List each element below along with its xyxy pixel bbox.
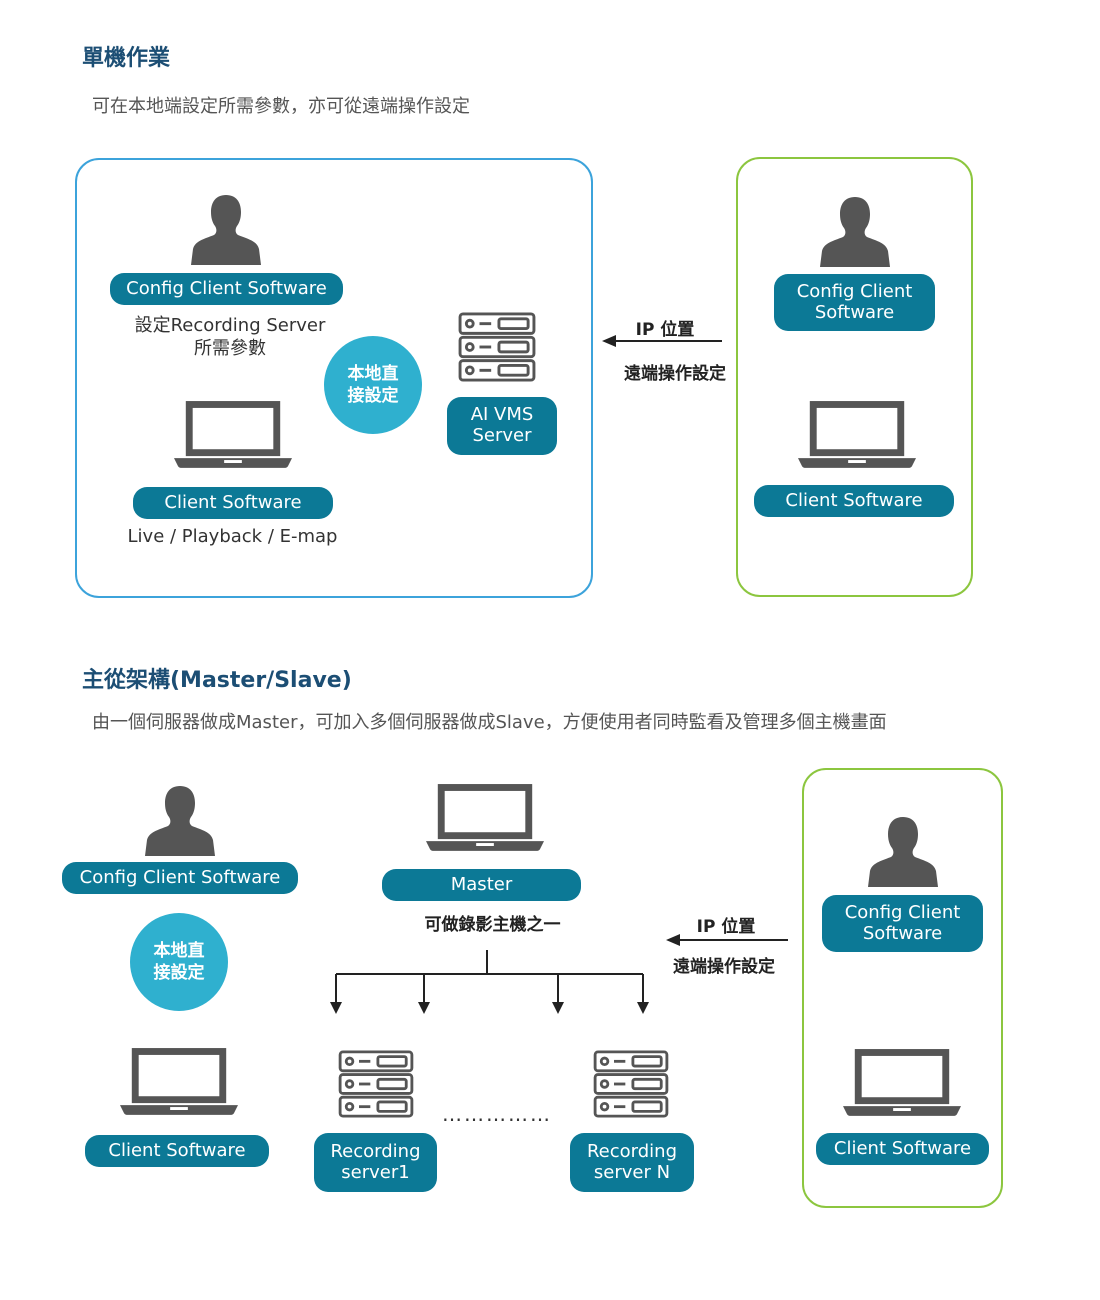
remote-config-client-pill: Config Client Software <box>774 274 935 331</box>
server-icon <box>593 1050 669 1118</box>
config-client-software-pill: Config Client Software <box>62 862 298 894</box>
server-icon <box>458 312 536 382</box>
master-caption: 可做錄影主機之一 <box>424 915 561 935</box>
remote-frame <box>802 768 1003 1208</box>
left-arrow-icon <box>666 934 788 946</box>
client-caption: Live / Playback / E-map <box>127 526 338 547</box>
client-software-pill: Client Software <box>133 487 333 519</box>
section1-description: 可在本地端設定所需參數，亦可從遠端操作設定 <box>92 96 470 117</box>
server-icon <box>338 1050 414 1118</box>
recording-server-n-pill: Recording server N <box>570 1133 694 1192</box>
arrow-ip-label: IP 位置 <box>696 917 756 937</box>
user-icon <box>868 815 938 887</box>
user-icon <box>145 784 215 856</box>
laptop-icon <box>843 1047 961 1116</box>
config-caption: 設定Recording Server 所需參數 <box>134 315 326 359</box>
remote-client-software-pill: Client Software <box>754 485 954 517</box>
remote-client-software-pill: Client Software <box>816 1133 989 1165</box>
ai-vms-server-pill: AI VMS Server <box>447 397 557 455</box>
user-icon <box>820 195 890 267</box>
distribution-arrows <box>330 950 649 1014</box>
laptop-icon <box>120 1046 238 1115</box>
config-client-software-pill: Config Client Software <box>110 273 343 305</box>
arrow-ip-label: IP 位置 <box>635 320 695 340</box>
laptop-icon <box>426 782 544 851</box>
section2-description: 由一個伺服器做成Master，可加入多個伺服器做成Slave，方便使用者同時監看… <box>92 712 887 733</box>
recording-server-1-pill: Recording server1 <box>314 1133 437 1192</box>
user-icon <box>191 193 261 265</box>
remote-frame <box>736 157 973 597</box>
local-frame <box>75 158 593 598</box>
master-pill: Master <box>382 869 581 901</box>
remote-config-client-pill: Config Client Software <box>822 895 983 952</box>
arrow-remote-label: 遠端操作設定 <box>673 957 775 977</box>
left-arrow-icon <box>602 335 722 347</box>
local-setting-circle: 本地直 接設定 <box>130 913 228 1011</box>
section1-title: 單機作業 <box>82 46 171 71</box>
laptop-icon <box>798 399 916 468</box>
ellipsis: …………… <box>442 1102 552 1126</box>
local-setting-circle: 本地直 接設定 <box>324 336 422 434</box>
section2-title: 主從架構(Master/Slave) <box>82 668 352 693</box>
client-software-pill: Client Software <box>85 1135 269 1167</box>
laptop-icon <box>174 399 292 468</box>
arrow-remote-label: 遠端操作設定 <box>624 364 726 384</box>
